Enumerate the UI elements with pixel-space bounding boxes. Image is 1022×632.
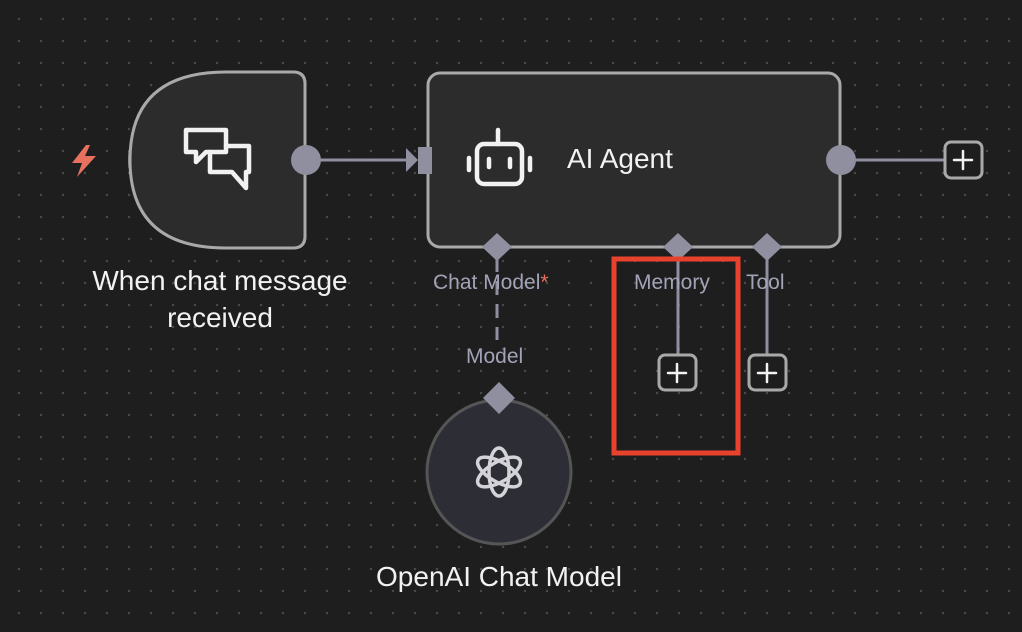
openai-logo-icon [475, 446, 523, 498]
add-memory-button[interactable] [657, 353, 698, 392]
agent-node-title: AI Agent [567, 143, 673, 174]
model-port-label: Model [466, 345, 524, 368]
chat-model-port-text: Chat Model [433, 271, 541, 294]
add-node-after-agent-button[interactable] [943, 140, 984, 180]
required-marker: * [540, 271, 549, 294]
model-output-handle[interactable] [483, 382, 515, 414]
tool-port-label: Tool [746, 271, 785, 294]
trigger-output-handle[interactable] [291, 145, 321, 175]
chat-model-port-label: Chat Model* [433, 271, 549, 295]
robot-icon [466, 127, 533, 187]
model-node-shape[interactable] [425, 398, 573, 546]
trigger-node-label: When chat message received [92, 265, 348, 333]
lightning-bolt-icon [72, 145, 96, 177]
plus-icon [666, 362, 688, 384]
highlight-annotation-box [611, 256, 741, 456]
node-ai-agent[interactable] [406, 71, 856, 261]
agent-chat-model-handle[interactable] [482, 233, 512, 261]
plus-icon [756, 362, 778, 384]
agent-input-handle[interactable] [406, 147, 432, 174]
memory-port-label: Memory [634, 271, 710, 294]
plus-icon [952, 149, 974, 171]
trigger-node-shape-fill[interactable] [128, 70, 307, 250]
add-tool-button[interactable] [747, 353, 788, 392]
model-node-label: OpenAI Chat Model [376, 561, 622, 592]
agent-tool-handle[interactable] [752, 233, 782, 261]
node-openai-chat-model[interactable] [425, 382, 573, 546]
node-trigger[interactable] [128, 70, 321, 250]
chat-bubbles-icon [183, 127, 252, 191]
agent-output-handle[interactable] [826, 145, 856, 175]
agent-memory-handle[interactable] [663, 233, 693, 261]
